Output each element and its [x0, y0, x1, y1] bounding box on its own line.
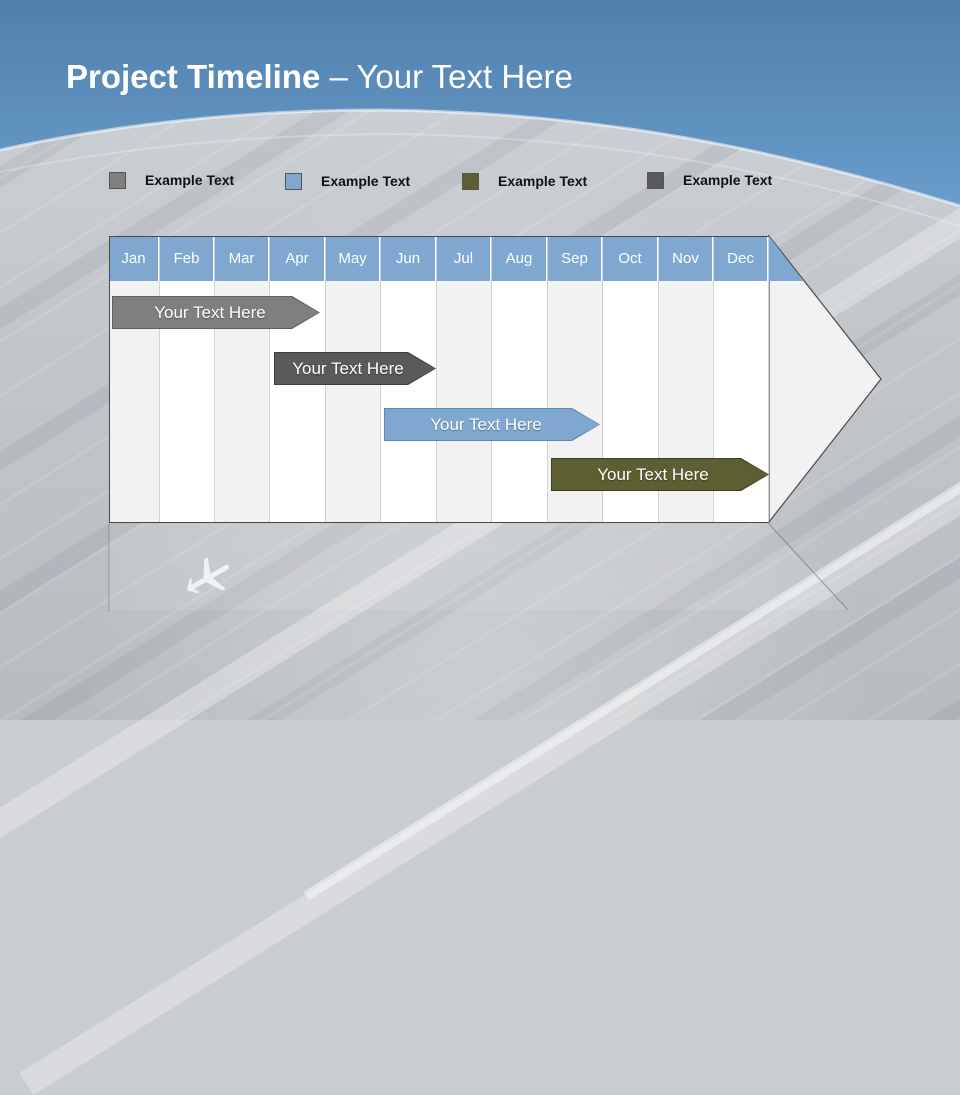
title-rest: – Your Text Here — [320, 58, 573, 95]
page-title: Project Timeline – Your Text Here — [66, 58, 573, 96]
legend-label: Example Text — [683, 172, 773, 188]
month-column-jul: Jul — [437, 236, 492, 523]
month-column-mar: Mar — [215, 236, 270, 523]
legend-label: Example Text — [321, 173, 411, 189]
legend-label: Example Text — [145, 172, 235, 188]
legend-swatch — [462, 172, 479, 190]
month-label: Apr — [270, 236, 325, 281]
timeline-border-bottom — [109, 522, 769, 523]
legend-swatch — [647, 171, 664, 189]
task-bar[interactable]: Your Text Here — [112, 296, 320, 329]
task-label: Your Text Here — [597, 464, 709, 484]
timeline-diagram: Jan Feb Mar Apr May Jun Jul Aug Sep Oct … — [108, 234, 882, 612]
month-label: Jul — [437, 236, 491, 281]
legend-swatch — [109, 171, 126, 189]
title-bold: Project Timeline — [66, 58, 321, 95]
month-label: Sep — [548, 236, 602, 281]
month-column-feb: Feb — [160, 236, 215, 523]
month-label: Nov — [659, 236, 713, 281]
sky-banner — [0, 0, 960, 594]
month-label: Feb — [160, 236, 214, 281]
legend-label: Example Text — [498, 173, 588, 189]
month-label: Oct — [603, 236, 658, 281]
timeline-border-left — [109, 236, 110, 523]
task-label: Your Text Here — [292, 358, 404, 378]
legend-item: Example Text — [109, 169, 234, 191]
task-bar[interactable]: Your Text Here — [551, 458, 769, 491]
month-label: Dec — [714, 236, 768, 281]
legend-item: Example Text — [462, 170, 587, 192]
timeline-border-top — [109, 236, 769, 237]
legend-item: Example Text — [285, 170, 410, 192]
task-bar[interactable]: Your Text Here — [384, 408, 600, 441]
month-label: Aug — [492, 236, 547, 281]
legend-swatch — [285, 172, 302, 190]
task-bar[interactable]: Your Text Here — [274, 352, 436, 385]
month-label: May — [326, 236, 380, 281]
month-label: Jan — [109, 236, 159, 281]
task-label: Your Text Here — [154, 302, 266, 322]
month-label: Jun — [381, 236, 436, 281]
task-label: Your Text Here — [430, 414, 542, 434]
month-column-aug: Aug — [492, 236, 548, 523]
timeline-arrow-head — [108, 234, 882, 612]
month-column-jan: Jan — [109, 236, 160, 523]
legend-item: Example Text — [647, 169, 772, 191]
month-label: Mar — [215, 236, 269, 281]
